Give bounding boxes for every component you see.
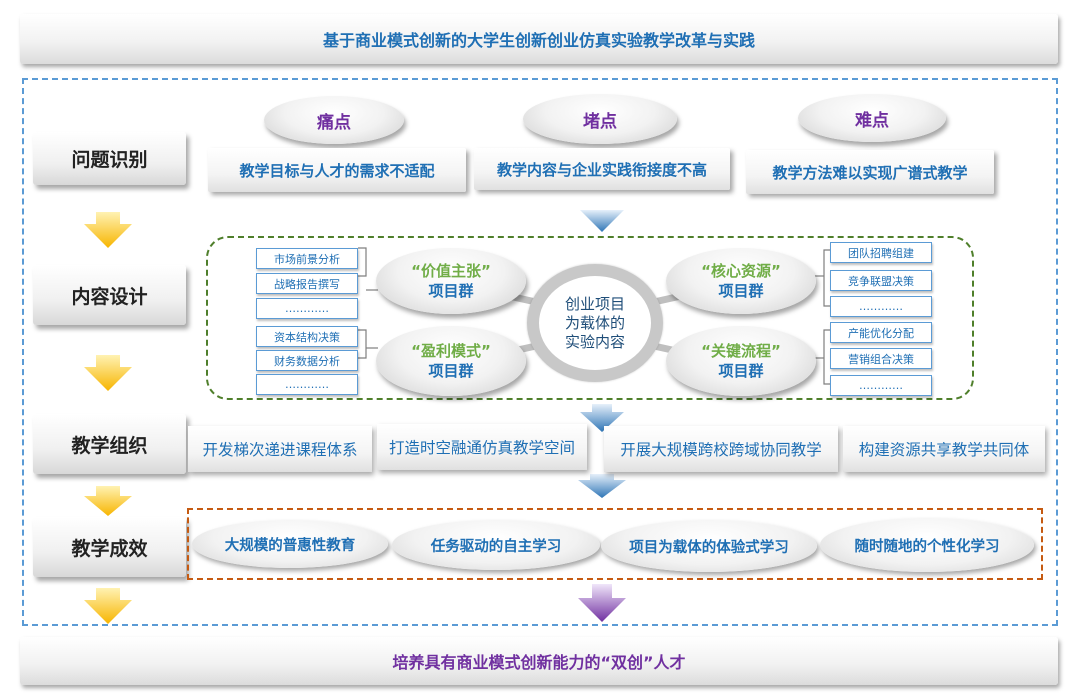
sub-item: 营销组合决策 (830, 348, 932, 369)
down-arrow-icon (84, 588, 132, 624)
title-bar: 基于商业模式创新的大学生创新创业仿真实验教学改革与实践 (20, 14, 1058, 64)
row-label-effect: 教学成效 (33, 517, 186, 577)
footer-bar: 培养具有商业模式创新能力的“双创”人才 (20, 637, 1058, 685)
flow-arrow-icon (580, 404, 624, 432)
sub-item: ………… (256, 298, 358, 319)
down-arrow-icon (84, 212, 132, 248)
sub-item: 财务数据分析 (256, 350, 358, 371)
effect-item: 任务驱动的自主学习 (392, 520, 600, 570)
sub-item: ………… (830, 296, 932, 317)
organization-item: 开展大规模跨校跨域协同教学 (604, 426, 838, 472)
down-arrow-icon (84, 355, 132, 391)
sub-item: 战略报告撰写 (256, 273, 358, 294)
row-label-problem: 问题识别 (33, 132, 186, 185)
project-group-value: “价值主张” 项目群 (376, 248, 526, 314)
sub-item: 产能优化分配 (830, 322, 932, 343)
row-label-organization: 教学组织 (33, 414, 186, 474)
sub-item: 市场前景分析 (256, 248, 358, 269)
problem-description: 教学方法难以实现广谱式教学 (746, 150, 994, 194)
main-frame (22, 78, 1058, 626)
effect-item: 项目为载体的体验式学习 (601, 520, 817, 572)
footer-goal: 培养具有商业模式创新能力的“双创”人才 (392, 653, 686, 672)
flow-arrow-icon (578, 584, 626, 622)
problem-description: 教学内容与企业实践衔接度不高 (474, 148, 730, 190)
problem-description: 教学目标与人才的需求不适配 (208, 148, 466, 192)
center-hub: 创业项目 为载体的 实验内容 (527, 264, 663, 382)
sub-item: 竞争联盟决策 (830, 270, 932, 291)
flow-arrow-icon (580, 210, 624, 232)
row-label-content: 内容设计 (33, 265, 186, 325)
sub-item: ………… (830, 375, 932, 396)
project-group-profit: “盈利模式” 项目群 (376, 326, 526, 396)
effect-item: 大规模的普惠性教育 (192, 520, 388, 568)
problem-point-pain: 痛点 (264, 96, 404, 144)
organization-item: 构建资源共享教学共同体 (843, 426, 1045, 472)
page-title: 基于商业模式创新的大学生创新创业仿真实验教学改革与实践 (322, 31, 755, 50)
problem-point-block: 堵点 (523, 94, 677, 144)
sub-item: 团队招聘组建 (830, 242, 932, 263)
project-group-process: “关键流程” 项目群 (666, 326, 816, 396)
down-arrow-icon (84, 486, 132, 516)
project-group-resource: “核心资源” 项目群 (666, 248, 816, 314)
content-design-frame (206, 236, 974, 400)
organization-item: 打造时空融通仿真教学空间 (377, 424, 587, 470)
effect-item: 随时随地的个性化学习 (820, 518, 1034, 572)
organization-item: 开发梯次递进课程体系 (188, 426, 372, 472)
flow-arrow-icon (578, 474, 626, 498)
effects-frame (187, 508, 1043, 580)
sub-item: 资本结构决策 (256, 326, 358, 347)
sub-item: ………… (256, 374, 358, 395)
problem-point-difficulty: 难点 (798, 94, 946, 142)
